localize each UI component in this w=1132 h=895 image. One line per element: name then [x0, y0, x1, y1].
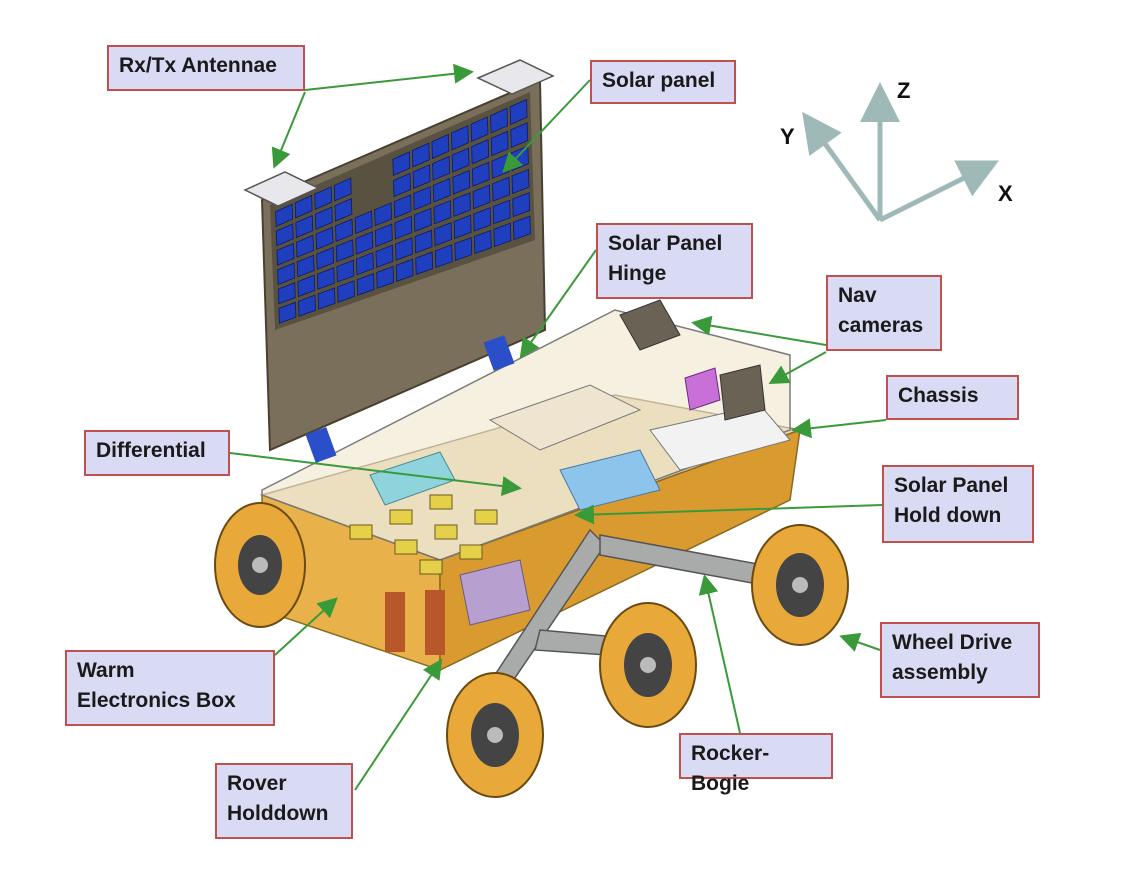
- wheels-graphic: [214, 502, 849, 798]
- solar-cell: [374, 202, 393, 227]
- solar-cell: [492, 199, 511, 225]
- solar-cell: [434, 222, 452, 247]
- solar-cell: [275, 223, 294, 247]
- solar-cell: [471, 161, 490, 187]
- axis-z-label: Z: [897, 78, 911, 103]
- solar-cell: [315, 226, 334, 250]
- solar-cell: [492, 176, 510, 202]
- solar-cell: [278, 301, 297, 324]
- solar-cell: [317, 287, 336, 310]
- solar-panel-graphic: [243, 59, 555, 452]
- leader-lines: [229, 63, 887, 791]
- label-solar-panel-hold-down: Solar Panel Hold down: [882, 465, 1034, 543]
- solar-cell: [432, 155, 450, 181]
- solar-cell: [471, 139, 490, 165]
- solar-cell: [453, 192, 471, 217]
- solar-cell: [316, 267, 335, 290]
- solar-cell: [412, 164, 431, 189]
- solar-cell: [413, 207, 432, 232]
- label-rocker-bogie: Rocker-Bogie: [679, 733, 833, 795]
- solar-cell: [473, 229, 492, 255]
- solar-cell: [452, 169, 471, 195]
- solar-cell: [374, 223, 393, 248]
- solar-cell: [314, 186, 333, 210]
- solar-cell: [356, 273, 375, 296]
- label-differential: Differential: [84, 430, 230, 476]
- solar-cell: [490, 107, 508, 134]
- solar-cell: [333, 177, 352, 202]
- solar-cell: [335, 218, 353, 243]
- solar-cell: [451, 125, 469, 151]
- solar-cell: [414, 229, 433, 254]
- solar-cell: [472, 184, 491, 210]
- solar-cell: [451, 147, 470, 173]
- solar-cell: [275, 203, 294, 227]
- label-wheel-drive-assembly: Wheel Drive assembly: [880, 622, 1040, 698]
- solar-cell: [490, 130, 509, 157]
- solar-cell: [434, 244, 453, 269]
- axis-x-label: X: [998, 181, 1013, 206]
- solar-cell: [296, 234, 314, 258]
- solar-cell: [354, 210, 373, 235]
- solar-cell: [355, 231, 374, 255]
- solar-cell: [394, 215, 413, 240]
- solar-cell: [356, 252, 374, 276]
- label-chassis: Chassis: [886, 375, 1019, 420]
- solar-cell: [294, 194, 313, 219]
- solar-cell: [433, 200, 452, 225]
- solar-cell: [432, 177, 451, 203]
- solar-cell: [316, 246, 335, 270]
- label-solar-panel: Solar panel: [590, 60, 736, 104]
- label-nav-cameras: Nav cameras: [826, 275, 942, 351]
- solar-cell: [314, 206, 333, 230]
- solar-cell: [376, 265, 395, 289]
- solar-cell: [336, 259, 355, 283]
- solar-cell: [295, 214, 314, 239]
- solar-cell: [334, 198, 353, 222]
- solar-cell: [337, 280, 355, 303]
- solar-cell: [277, 262, 296, 285]
- solar-cell: [395, 258, 414, 282]
- antenna-left: [243, 171, 320, 207]
- solar-cell: [493, 222, 512, 248]
- label-solar-panel-hinge: Solar Panel Hinge: [596, 223, 753, 299]
- solar-cell: [512, 192, 531, 218]
- solar-cells: [275, 98, 531, 324]
- label-warm-electronics-box: Warm Electronics Box: [65, 650, 275, 726]
- solar-cell: [470, 116, 489, 142]
- solar-cell: [392, 151, 411, 176]
- solar-cell: [431, 133, 450, 159]
- label-rx-tx-antennae: Rx/Tx Antennae: [107, 45, 305, 91]
- label-rover-holddown: Rover Holddown: [215, 763, 353, 839]
- nav-camera-2: [719, 364, 766, 421]
- solar-cell: [512, 215, 531, 241]
- solar-cell: [277, 282, 296, 305]
- solar-cell: [298, 294, 316, 317]
- nav-camera-1: [619, 299, 681, 351]
- solar-cell: [453, 214, 472, 239]
- solar-cell: [335, 239, 354, 263]
- axis-y-label: Y: [780, 124, 795, 149]
- solar-cell: [509, 98, 528, 125]
- solar-cell: [473, 207, 492, 232]
- solar-cell: [413, 186, 432, 211]
- solar-cell: [276, 242, 295, 266]
- coordinate-axes: [802, 82, 999, 223]
- solar-cell: [393, 172, 411, 198]
- antenna-right: [476, 59, 555, 95]
- solar-cell: [411, 142, 430, 168]
- solar-cell: [395, 237, 413, 261]
- solar-cell: [415, 251, 434, 275]
- solar-cell: [393, 194, 412, 219]
- solar-cell: [296, 254, 315, 278]
- solar-cell: [510, 122, 529, 149]
- solar-cell: [375, 244, 394, 269]
- warm-electronics-box-graphic: [259, 299, 803, 672]
- solar-cell: [297, 274, 316, 298]
- solar-cell: [454, 237, 473, 262]
